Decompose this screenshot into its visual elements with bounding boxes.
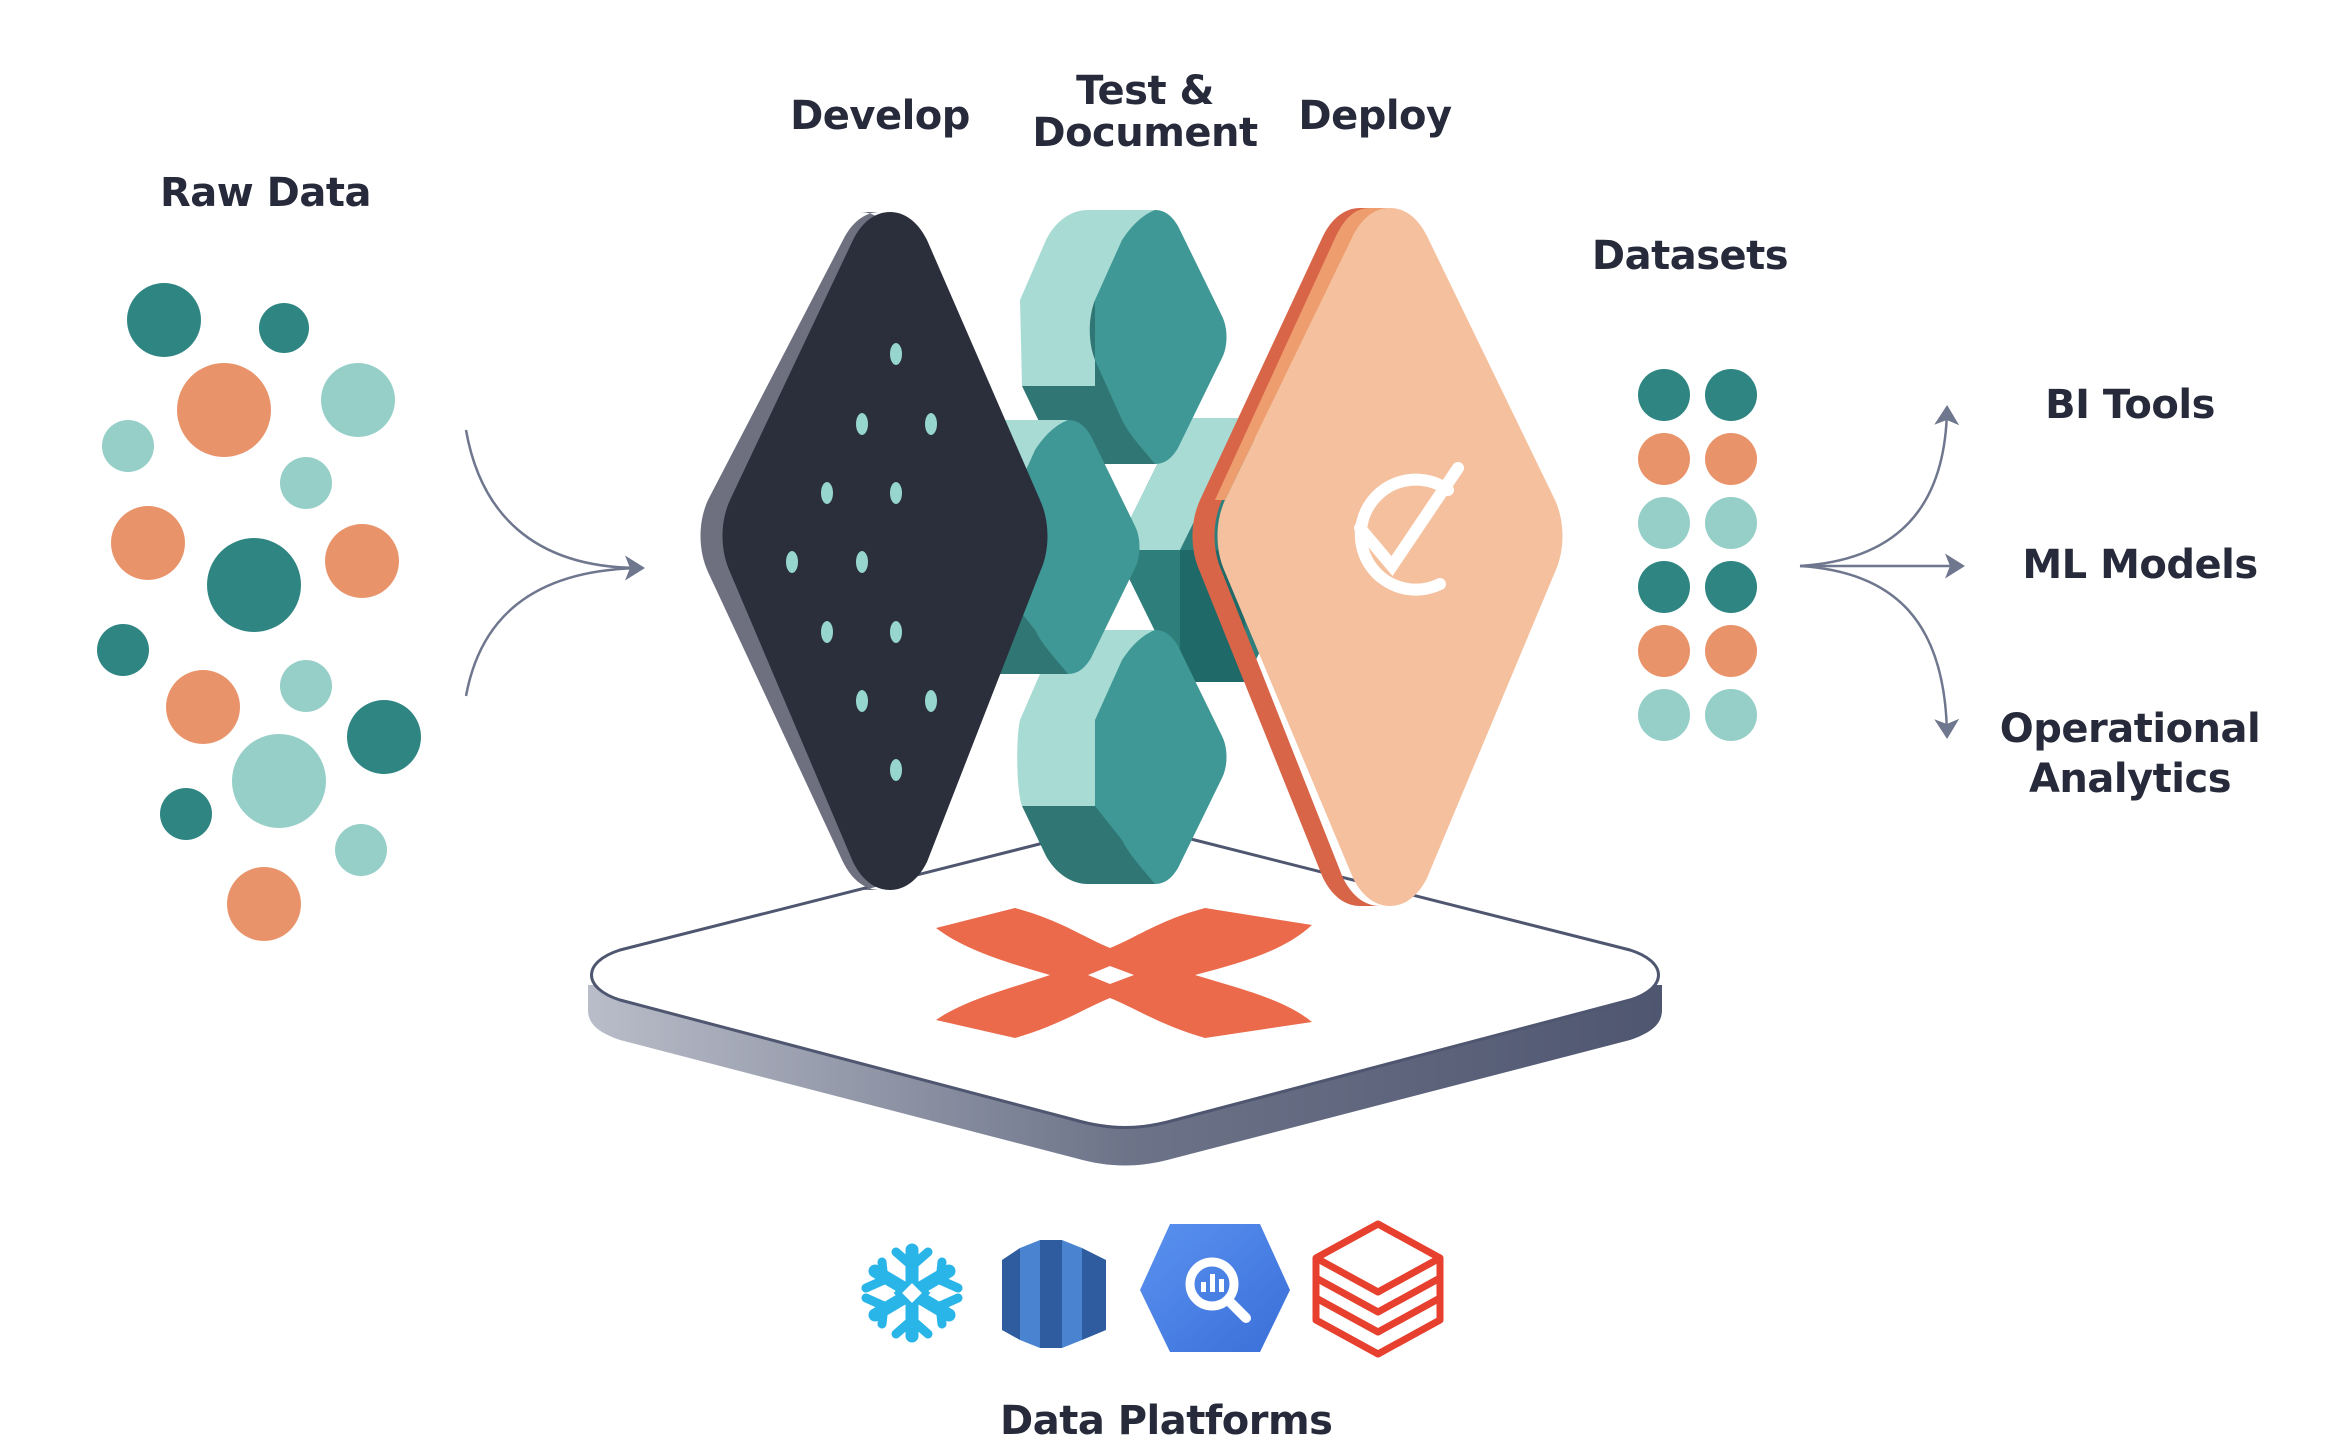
dataset-dot [1705,497,1757,549]
raw-data-dot [335,824,387,876]
data-platforms-label: Data Platforms [1000,1398,1333,1444]
dataset-dot [1705,625,1757,677]
develop-label: Develop [790,93,970,139]
dataset-dot [1705,561,1757,613]
raw-data-dot [280,660,332,712]
output-arrow-ops [1799,564,1960,739]
dataset-dot [1705,433,1757,485]
raw-data-dot [177,363,271,457]
raw-data-label: Raw Data [160,170,371,216]
dataset-dot [1638,497,1690,549]
raw-data-dot [232,734,326,828]
raw-data-dot [347,700,421,774]
raw-data-dot [102,420,154,472]
raw-data-dot [207,538,301,632]
operational-analytics-label-line1: Operational [1999,706,2261,752]
ml-models-label: ML Models [2022,542,2258,588]
raw-data-dot [97,624,149,676]
dataset-dot [1638,689,1690,741]
dbt-logo [936,908,1312,1038]
operational-analytics-label-line2: Analytics [2028,756,2232,802]
datasets-label: Datasets [1591,233,1789,279]
bi-tools-label: BI Tools [2045,382,2215,428]
raw-data-dot [127,283,201,357]
dataset-dot [1705,369,1757,421]
input-arrow-top [464,429,645,581]
raw-data-dot [166,670,240,744]
dataset-dot [1638,433,1690,485]
raw-data-dot [111,506,185,580]
output-arrow-bi [1799,405,1960,568]
develop-dots [786,343,937,781]
dataset-dot [1638,625,1690,677]
test-document-label: Test & Document [1020,70,1270,154]
develop-block [700,212,1048,890]
checkmark-icon [1354,462,1464,596]
operational-analytics-label: Operational Analytics [1990,704,2270,804]
raw-data-dot [227,867,301,941]
dataset-dot [1638,561,1690,613]
databricks-icon [1312,1220,1444,1358]
bigquery-icon [1140,1224,1290,1352]
raw-data-dot [259,303,309,353]
snowflake-icon [861,1243,963,1343]
raw-data-dot [325,524,399,598]
test-document-label-line1: Test & [1076,68,1214,114]
raw-data-dot [160,788,212,840]
test-document-label-line2: Document [1032,110,1258,156]
redshift-icon [1002,1240,1106,1348]
input-arrows [464,429,645,697]
deploy-label: Deploy [1298,93,1452,139]
input-arrow-bottom [464,566,641,697]
deploy-block [1192,208,1563,906]
dataset-dot [1705,689,1757,741]
output-arrows [1799,405,1965,739]
raw-data-circles [97,283,421,941]
dataset-dot [1638,369,1690,421]
datasets-grid [1638,369,1757,741]
test-document-blocks [929,210,1310,884]
raw-data-dot [280,457,332,509]
raw-data-dot [321,363,395,437]
